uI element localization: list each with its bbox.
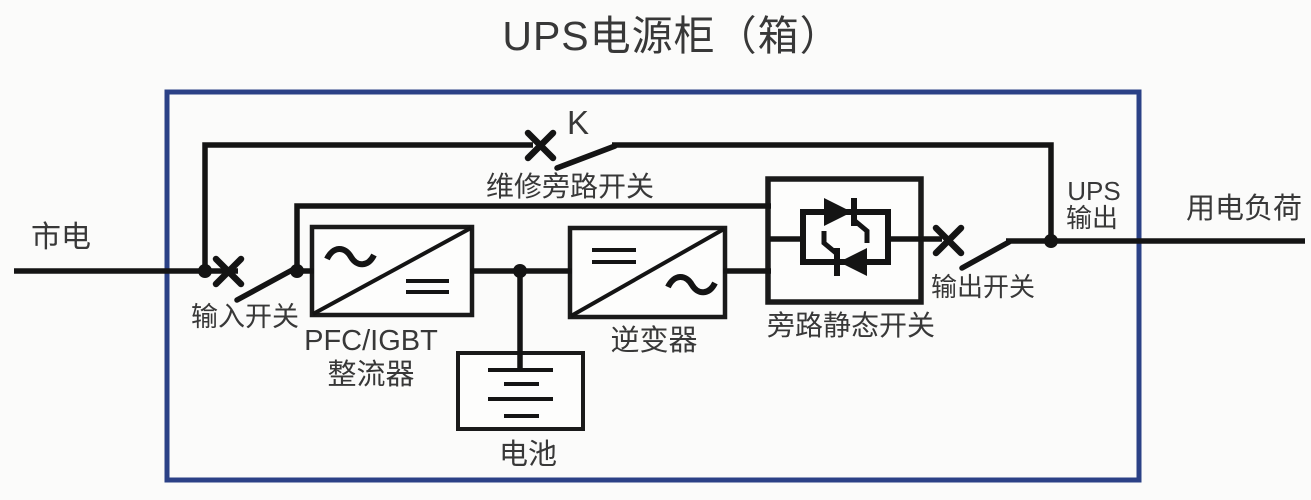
dc-bars-icon: [592, 248, 636, 264]
output-switch-label: 输出开关: [931, 272, 1035, 302]
maintenance-switch-id: K: [567, 104, 589, 141]
maintenance-bypass-wire-left: [202, 142, 533, 271]
static-switch-label: 旁路静态开关: [767, 310, 935, 341]
maintenance-bypass-wire-right: [612, 142, 1054, 241]
junction-dot: [1044, 234, 1058, 248]
input-switch: [212, 255, 297, 303]
rectifier-label-line1: PFC/IGBT: [304, 325, 438, 357]
junction-dot: [290, 264, 304, 278]
static-switch-inner-box: [800, 209, 891, 265]
ups-output-label-line2: 输出: [1066, 203, 1118, 233]
inverter-label: 逆变器: [610, 324, 697, 357]
input-switch-blade: [234, 266, 297, 303]
static-bypass-feed-wire: [294, 203, 771, 271]
static-switch-block: [765, 176, 942, 305]
battery-label: 电池: [499, 438, 557, 471]
dc-bars-icon: [406, 279, 449, 294]
thyristor-left-icon: [821, 231, 867, 276]
breaker-x-icon: [932, 224, 965, 257]
thyristor-right-icon: [824, 198, 870, 243]
junction-dot: [198, 264, 212, 278]
output-switch: [932, 224, 1012, 271]
breaker-x-icon: [524, 129, 557, 162]
mains-label: 市电: [31, 221, 91, 254]
maintenance-switch-label: 维修旁路开关: [486, 171, 654, 202]
input-switch-label: 输入开关: [191, 302, 299, 332]
inverter-block: [567, 225, 728, 320]
ups-output-label-line1: UPS: [1067, 176, 1120, 206]
rectifier-diagonal: [312, 226, 472, 316]
maintenance-switch-blade: [554, 143, 618, 171]
junction-dots: [198, 234, 1058, 278]
page-title: UPS电源柜（箱）: [502, 13, 841, 59]
rectifier-label-line2: 整流器: [327, 358, 414, 391]
junction-dot: [513, 264, 527, 278]
ac-wave-icon: [324, 246, 377, 268]
breaker-x-icon: [212, 255, 245, 288]
output-switch-blade: [959, 239, 1012, 271]
cabinet-outline: [164, 89, 1142, 483]
rectifier-block: [309, 224, 475, 318]
inverter-diagonal: [570, 227, 725, 318]
maintenance-bypass-switch: [524, 129, 618, 171]
load-label: 用电负荷: [1186, 192, 1302, 225]
ac-wave-icon: [665, 274, 718, 296]
